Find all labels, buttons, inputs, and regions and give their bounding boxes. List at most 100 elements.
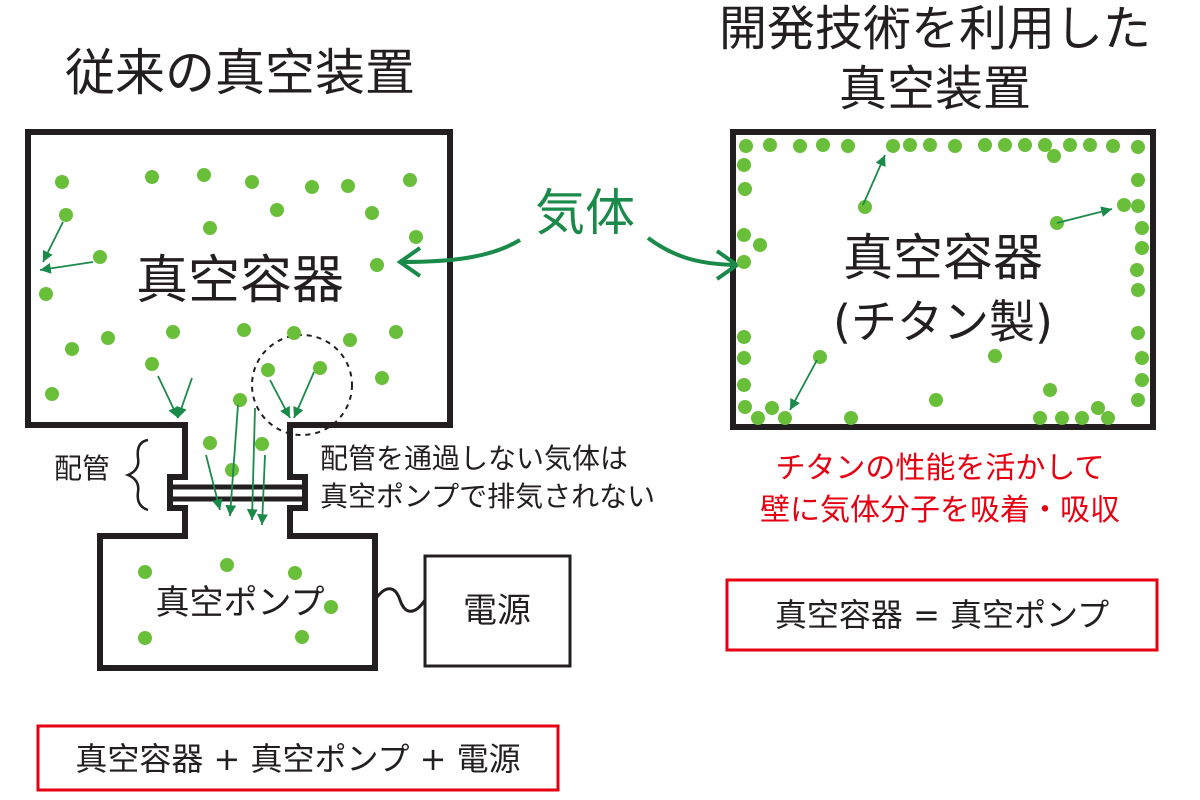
pipe-label: 配管 (54, 452, 110, 485)
right-gas-molecule (1131, 199, 1145, 213)
right-gas-molecule (1135, 373, 1149, 387)
left-gas-molecule (220, 558, 234, 572)
right-gas-molecule (1063, 138, 1077, 152)
left-gas-molecule (55, 175, 69, 189)
left-gas-molecule (305, 180, 319, 194)
left-summary-box (36, 724, 560, 792)
right-gas-molecule (763, 138, 777, 152)
right-title-line1: 開発技術を利用した (719, 1, 1151, 57)
right-gas-molecule (1135, 241, 1149, 255)
left-gas-molecule (197, 168, 211, 182)
left-gas-molecule (166, 325, 180, 339)
power-label: 電源 (463, 591, 531, 631)
right-gas-molecule (988, 349, 1002, 363)
right-gas-molecule (793, 139, 807, 153)
right-summary-text: 真空容器 = 真空ポンプ (775, 596, 1109, 634)
right-gas-molecule (737, 351, 751, 365)
right-gas-molecule (737, 228, 751, 242)
right-gas-molecule (1130, 263, 1144, 277)
pipe-flange (167, 484, 308, 502)
left-gas-molecule (245, 175, 259, 189)
molecule-motion-arrow (157, 375, 179, 419)
pipe-brace (124, 438, 149, 512)
right-gas-molecule (1018, 138, 1032, 152)
left-gas-molecule (403, 173, 417, 187)
power-cable (373, 587, 427, 613)
gas-arrow-right-head (715, 249, 741, 281)
left-gas-molecule (39, 287, 53, 301)
left-gas-molecule (270, 203, 284, 217)
molecule-motion-arrow (1056, 206, 1113, 224)
left-gas-molecule (138, 631, 152, 645)
right-gas-molecule (753, 238, 767, 252)
right-gas-molecule (737, 255, 751, 269)
left-title: 従来の真空装置 (65, 44, 415, 102)
gas-arrow-right (646, 236, 736, 267)
left-gas-molecule (287, 326, 301, 340)
molecule-motion-arrow (862, 154, 886, 206)
right-gas-molecule (923, 138, 937, 152)
pump-label: 真空ポンプ (156, 583, 325, 623)
right-gas-molecule (1091, 401, 1105, 415)
molecule-motion-arrow (39, 261, 94, 274)
left-gas-molecule (93, 250, 107, 264)
right-gas-molecule (739, 139, 753, 153)
right-gas-molecule (844, 411, 858, 425)
titanium-note-line1: チタンの性能を活かして (775, 451, 1104, 486)
right-gas-molecule (738, 182, 752, 196)
left-gas-molecule (45, 387, 59, 401)
right-gas-molecule (1055, 411, 1069, 425)
right-gas-molecule (1131, 393, 1145, 407)
right-chamber-label-line1: 真空容器 (843, 229, 1043, 287)
right-gas-molecule (1131, 140, 1145, 154)
left-gas-molecule (203, 436, 217, 450)
left-gas-molecule (101, 331, 115, 345)
left-chamber-label: 真空容器 (136, 251, 344, 311)
gas-arrow-left (401, 238, 522, 264)
right-gas-molecule (737, 330, 751, 344)
molecule-motion-arrow (205, 454, 223, 511)
molecule-motion-arrow (293, 371, 315, 419)
right-gas-molecule (1131, 283, 1145, 297)
left-gas-molecule (295, 630, 309, 644)
dashed-highlight-circle (251, 334, 353, 436)
left-chamber-outline (25, 129, 453, 671)
right-gas-molecule (738, 400, 752, 414)
left-gas-molecule (370, 258, 384, 272)
right-gas-molecule (1101, 411, 1115, 425)
right-gas-molecule (1083, 138, 1097, 152)
right-gas-molecule (1135, 351, 1149, 365)
right-gas-molecule (978, 138, 992, 152)
left-gas-molecule (375, 371, 389, 385)
right-gas-molecule (816, 138, 830, 152)
right-gas-molecule (1131, 173, 1145, 187)
right-title-line2: 真空装置 (839, 61, 1031, 117)
pipe-note-line2: 真空ポンプで排気されない (320, 480, 655, 513)
molecule-motion-arrow (789, 359, 818, 411)
titanium-note-line2: 壁に気体分子を吸着・吸収 (760, 493, 1120, 528)
right-gas-molecule (1075, 411, 1089, 425)
right-gas-molecule (1106, 139, 1120, 153)
left-gas-molecule (343, 333, 357, 347)
pipe-note-line1: 配管を通過しない気体は (320, 442, 628, 475)
left-gas-molecule (203, 221, 217, 235)
right-gas-molecule (929, 393, 943, 407)
right-gas-molecule (1131, 326, 1145, 340)
right-gas-molecule (1033, 411, 1047, 425)
right-gas-molecule (998, 138, 1012, 152)
gas-label: 気体 (535, 184, 635, 242)
right-chamber-label-line2: (チタン製) (833, 295, 1053, 349)
right-gas-molecule (1117, 198, 1131, 212)
left-gas-molecule (225, 463, 239, 477)
right-gas-molecule (737, 378, 751, 392)
right-summary-box (725, 578, 1159, 652)
right-gas-molecule (858, 200, 872, 214)
right-gas-molecule (737, 158, 751, 172)
molecule-motion-arrow (42, 221, 64, 263)
left-gas-molecule (65, 342, 79, 356)
power-supply-box (423, 554, 572, 668)
left-gas-molecule (313, 361, 327, 375)
right-gas-molecule (948, 139, 962, 153)
right-gas-molecule (1047, 149, 1061, 163)
